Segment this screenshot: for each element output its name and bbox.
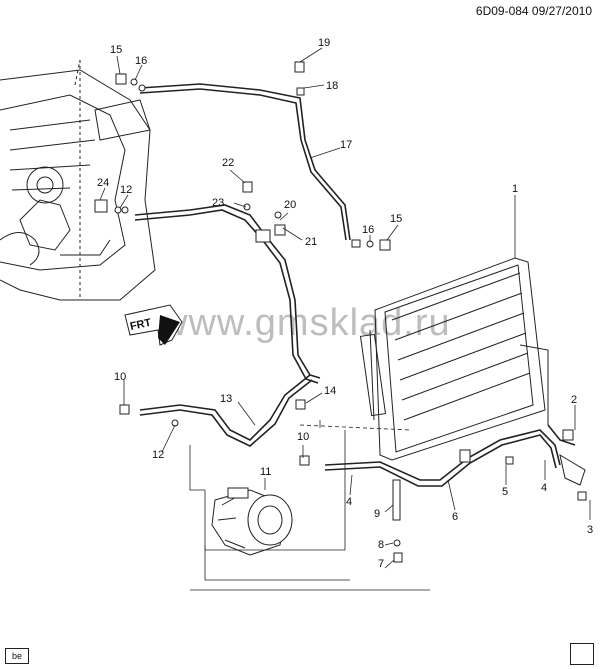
callout-13: 13 bbox=[220, 393, 232, 405]
refrigerant-lines bbox=[134, 83, 576, 487]
callout-15a: 15 bbox=[110, 44, 122, 56]
frt-label: FRT bbox=[129, 317, 153, 333]
leader-brackets bbox=[189, 420, 430, 591]
callout-19: 19 bbox=[318, 37, 330, 49]
corner-badge: be bbox=[5, 648, 29, 664]
compressor bbox=[211, 487, 293, 556]
front-arrow: FRT bbox=[124, 304, 183, 346]
watermark-text: www.gmsklad.ru bbox=[159, 302, 451, 344]
callout-1: 1 bbox=[512, 183, 518, 195]
callout-17: 17 bbox=[340, 139, 352, 151]
callout-12b: 12 bbox=[152, 449, 164, 461]
callout-2: 2 bbox=[571, 394, 577, 406]
publisher-logo-icon bbox=[570, 643, 594, 665]
callout-5: 5 bbox=[502, 486, 508, 498]
callout-3: 3 bbox=[587, 524, 593, 536]
callout-23: 23 bbox=[212, 197, 224, 209]
callout-20: 20 bbox=[284, 199, 296, 211]
callout-8: 8 bbox=[378, 539, 384, 551]
callout-leaders bbox=[99, 47, 591, 569]
callout-10a: 10 bbox=[114, 371, 126, 383]
callout-12a: 12 bbox=[120, 184, 132, 196]
callout-9: 9 bbox=[374, 508, 380, 520]
callout-11: 11 bbox=[260, 466, 271, 478]
callout-21: 21 bbox=[305, 236, 317, 248]
callout-24: 24 bbox=[97, 177, 109, 189]
callout-4b: 4 bbox=[541, 482, 547, 494]
callout-22: 22 bbox=[222, 157, 234, 169]
callout-14: 14 bbox=[324, 385, 336, 397]
callout-16b: 16 bbox=[362, 224, 374, 236]
callout-6: 6 bbox=[452, 511, 458, 523]
callout-numbers: 1 2 3 4 4 5 6 7 8 9 10 10 11 12 12 13 14… bbox=[97, 37, 593, 570]
condenser bbox=[359, 257, 549, 461]
fittings bbox=[94, 61, 587, 563]
callout-15b: 15 bbox=[390, 213, 402, 225]
callout-7: 7 bbox=[378, 558, 384, 570]
callout-10b: 10 bbox=[297, 431, 309, 443]
dash-panel-outline bbox=[0, 59, 156, 301]
callout-18: 18 bbox=[326, 80, 338, 92]
callout-16a: 16 bbox=[135, 55, 147, 67]
drawing-code: 6D09-084 09/27/2010 bbox=[475, 4, 592, 18]
callout-4a: 4 bbox=[346, 496, 352, 508]
